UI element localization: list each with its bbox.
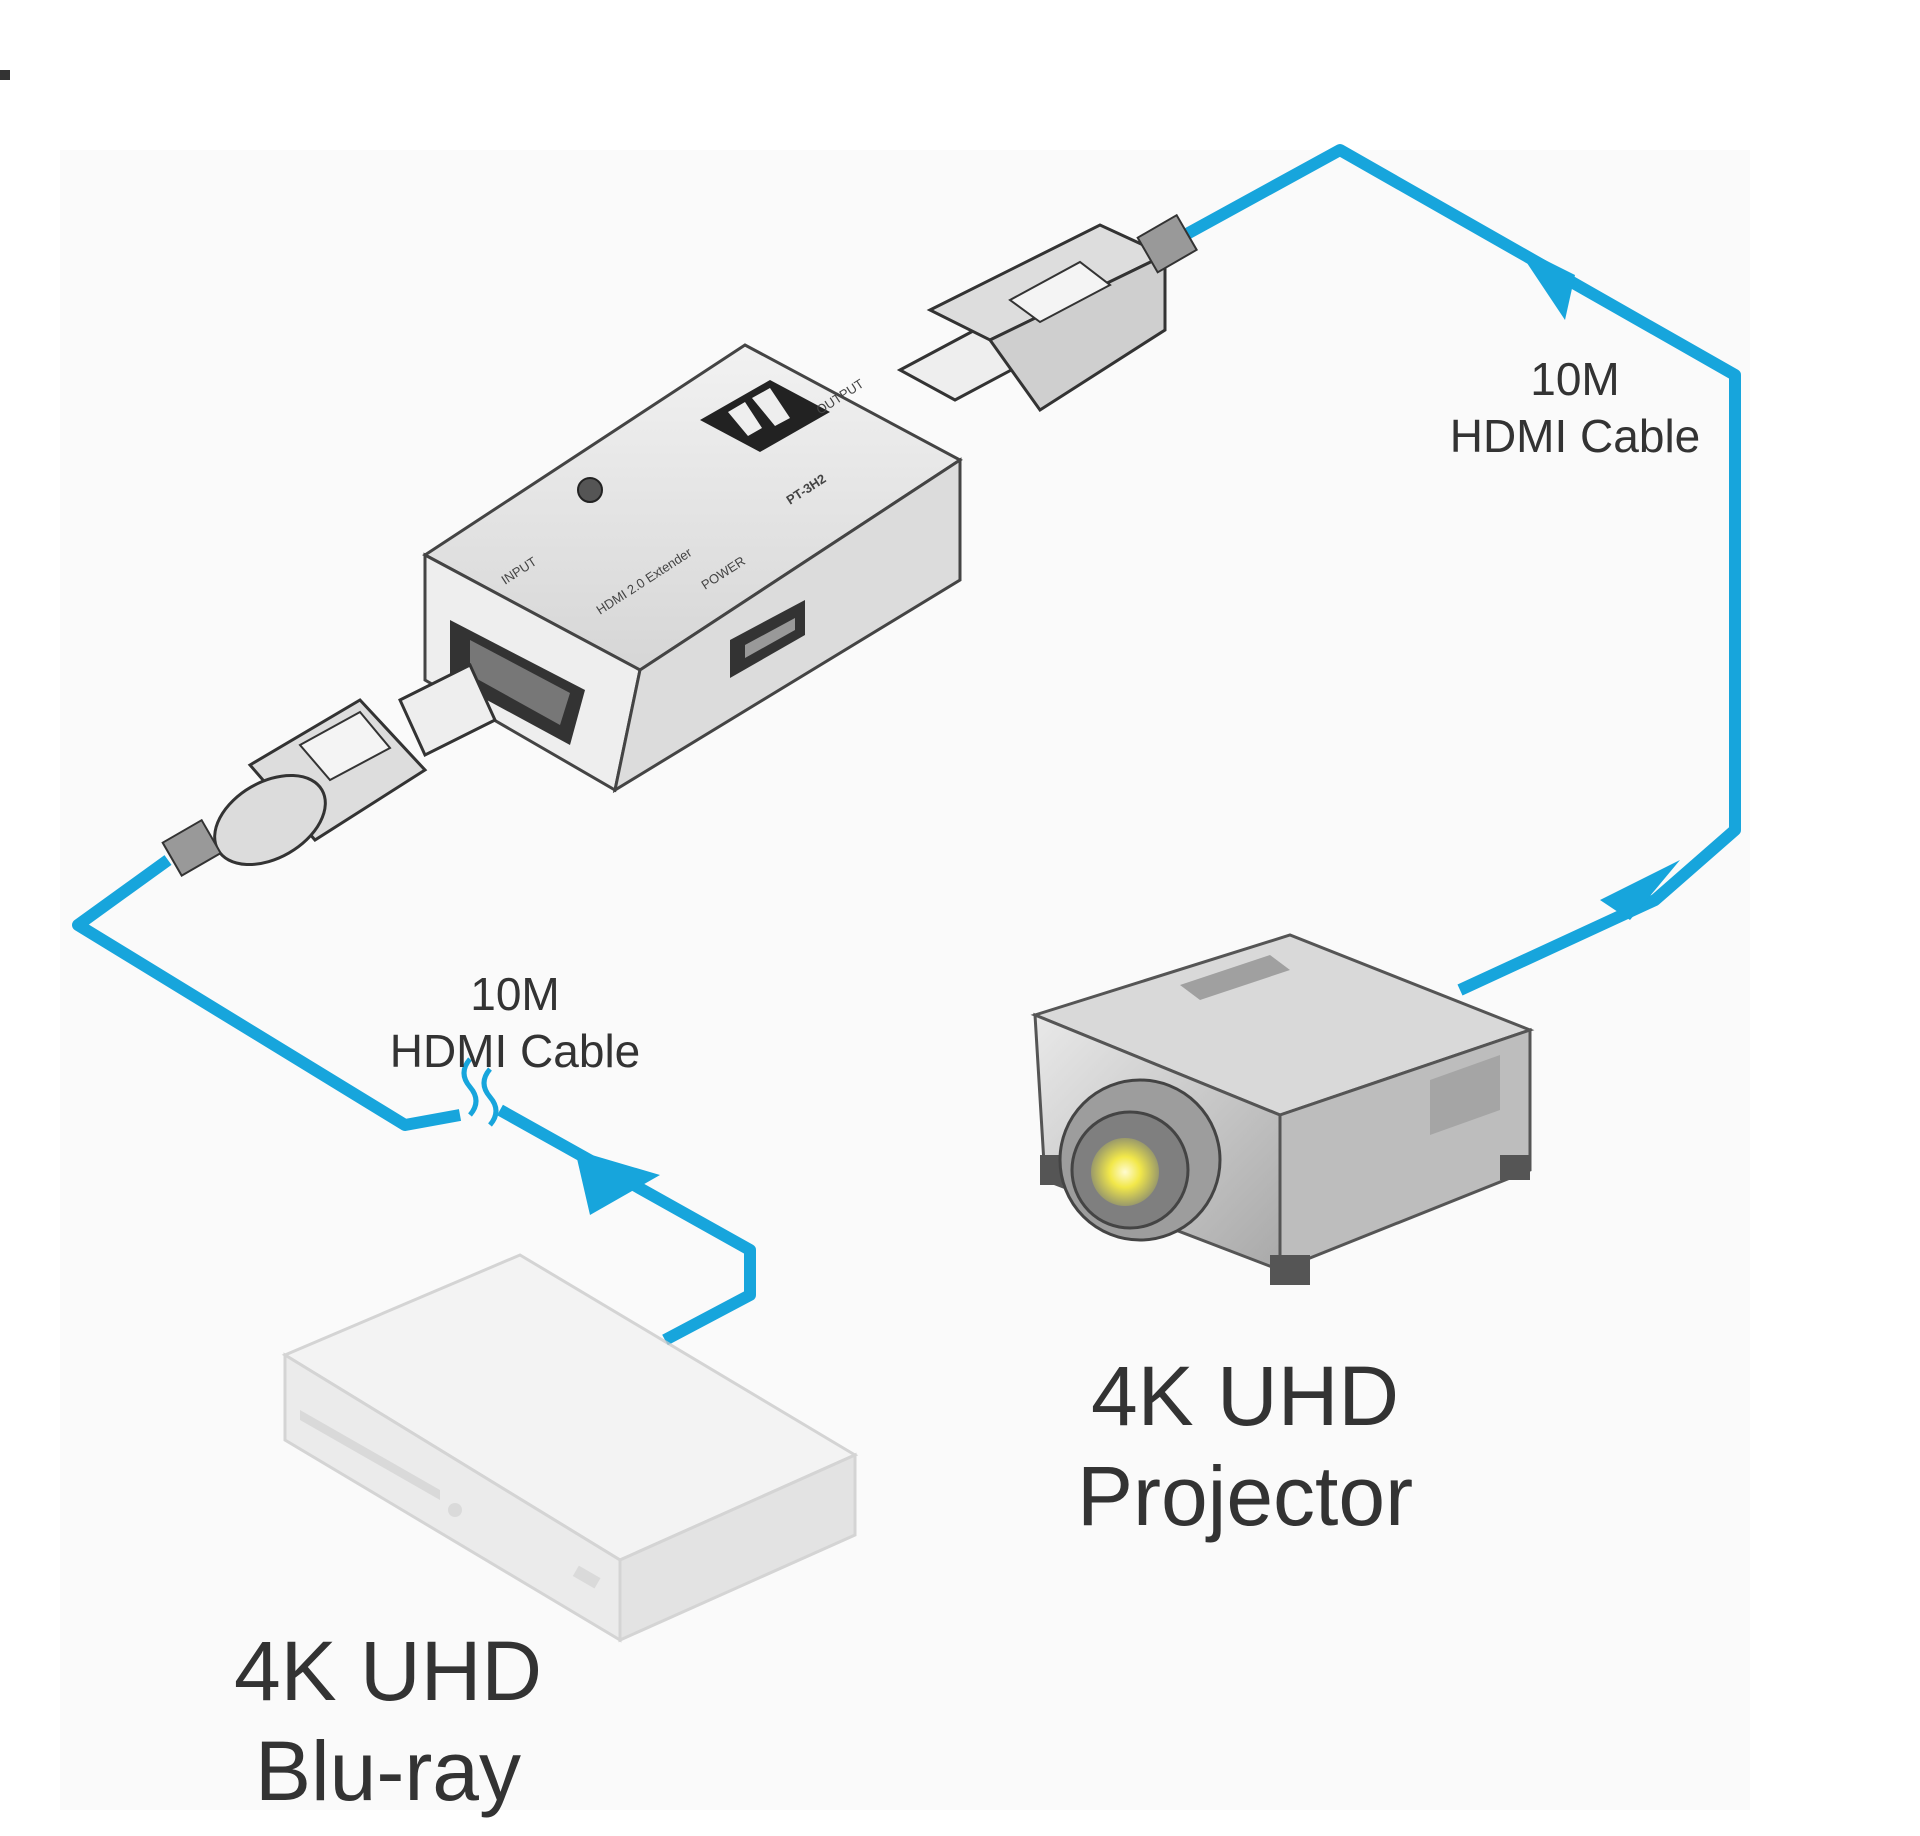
top-cable-label-line1: 10M — [1530, 353, 1619, 405]
projector-icon — [1030, 933, 1535, 1285]
arrow-icon — [575, 1150, 660, 1215]
background-panel — [60, 150, 1750, 1810]
cable-break-icon — [461, 1057, 499, 1127]
status-led — [577, 477, 603, 503]
hdmi-plug-icon — [161, 662, 497, 877]
hdmi-input-port — [450, 620, 585, 745]
corner-mark — [0, 70, 10, 80]
kramer-k-logo — [700, 380, 830, 452]
power-port — [730, 600, 805, 678]
projector-lens — [1091, 1138, 1159, 1206]
bluray-player-icon — [281, 1253, 859, 1643]
top-hdmi-cable — [1182, 144, 1741, 996]
arrow-icon — [1600, 860, 1680, 920]
bluray-label-line1: 4K UHD — [234, 1624, 542, 1718]
bluray-label-line2: Blu-ray — [255, 1724, 521, 1818]
arrow-icon — [1515, 245, 1575, 320]
top-cable-label-line2: HDMI Cable — [1450, 410, 1701, 462]
bottom-cable-label-line2: HDMI Cable — [390, 1025, 641, 1077]
projector-label-line1: 4K UHD — [1091, 1349, 1399, 1443]
bottom-cable-label-line1: 10M — [470, 968, 559, 1020]
bottom-hdmi-cable — [72, 855, 756, 1346]
projector-label-line2: Projector — [1077, 1449, 1413, 1543]
hdmi-extender: INPUT HDMI 2.0 Extender PT-3H2 OUTPUT PO… — [422, 343, 963, 794]
hdmi-plug-icon — [896, 213, 1199, 413]
